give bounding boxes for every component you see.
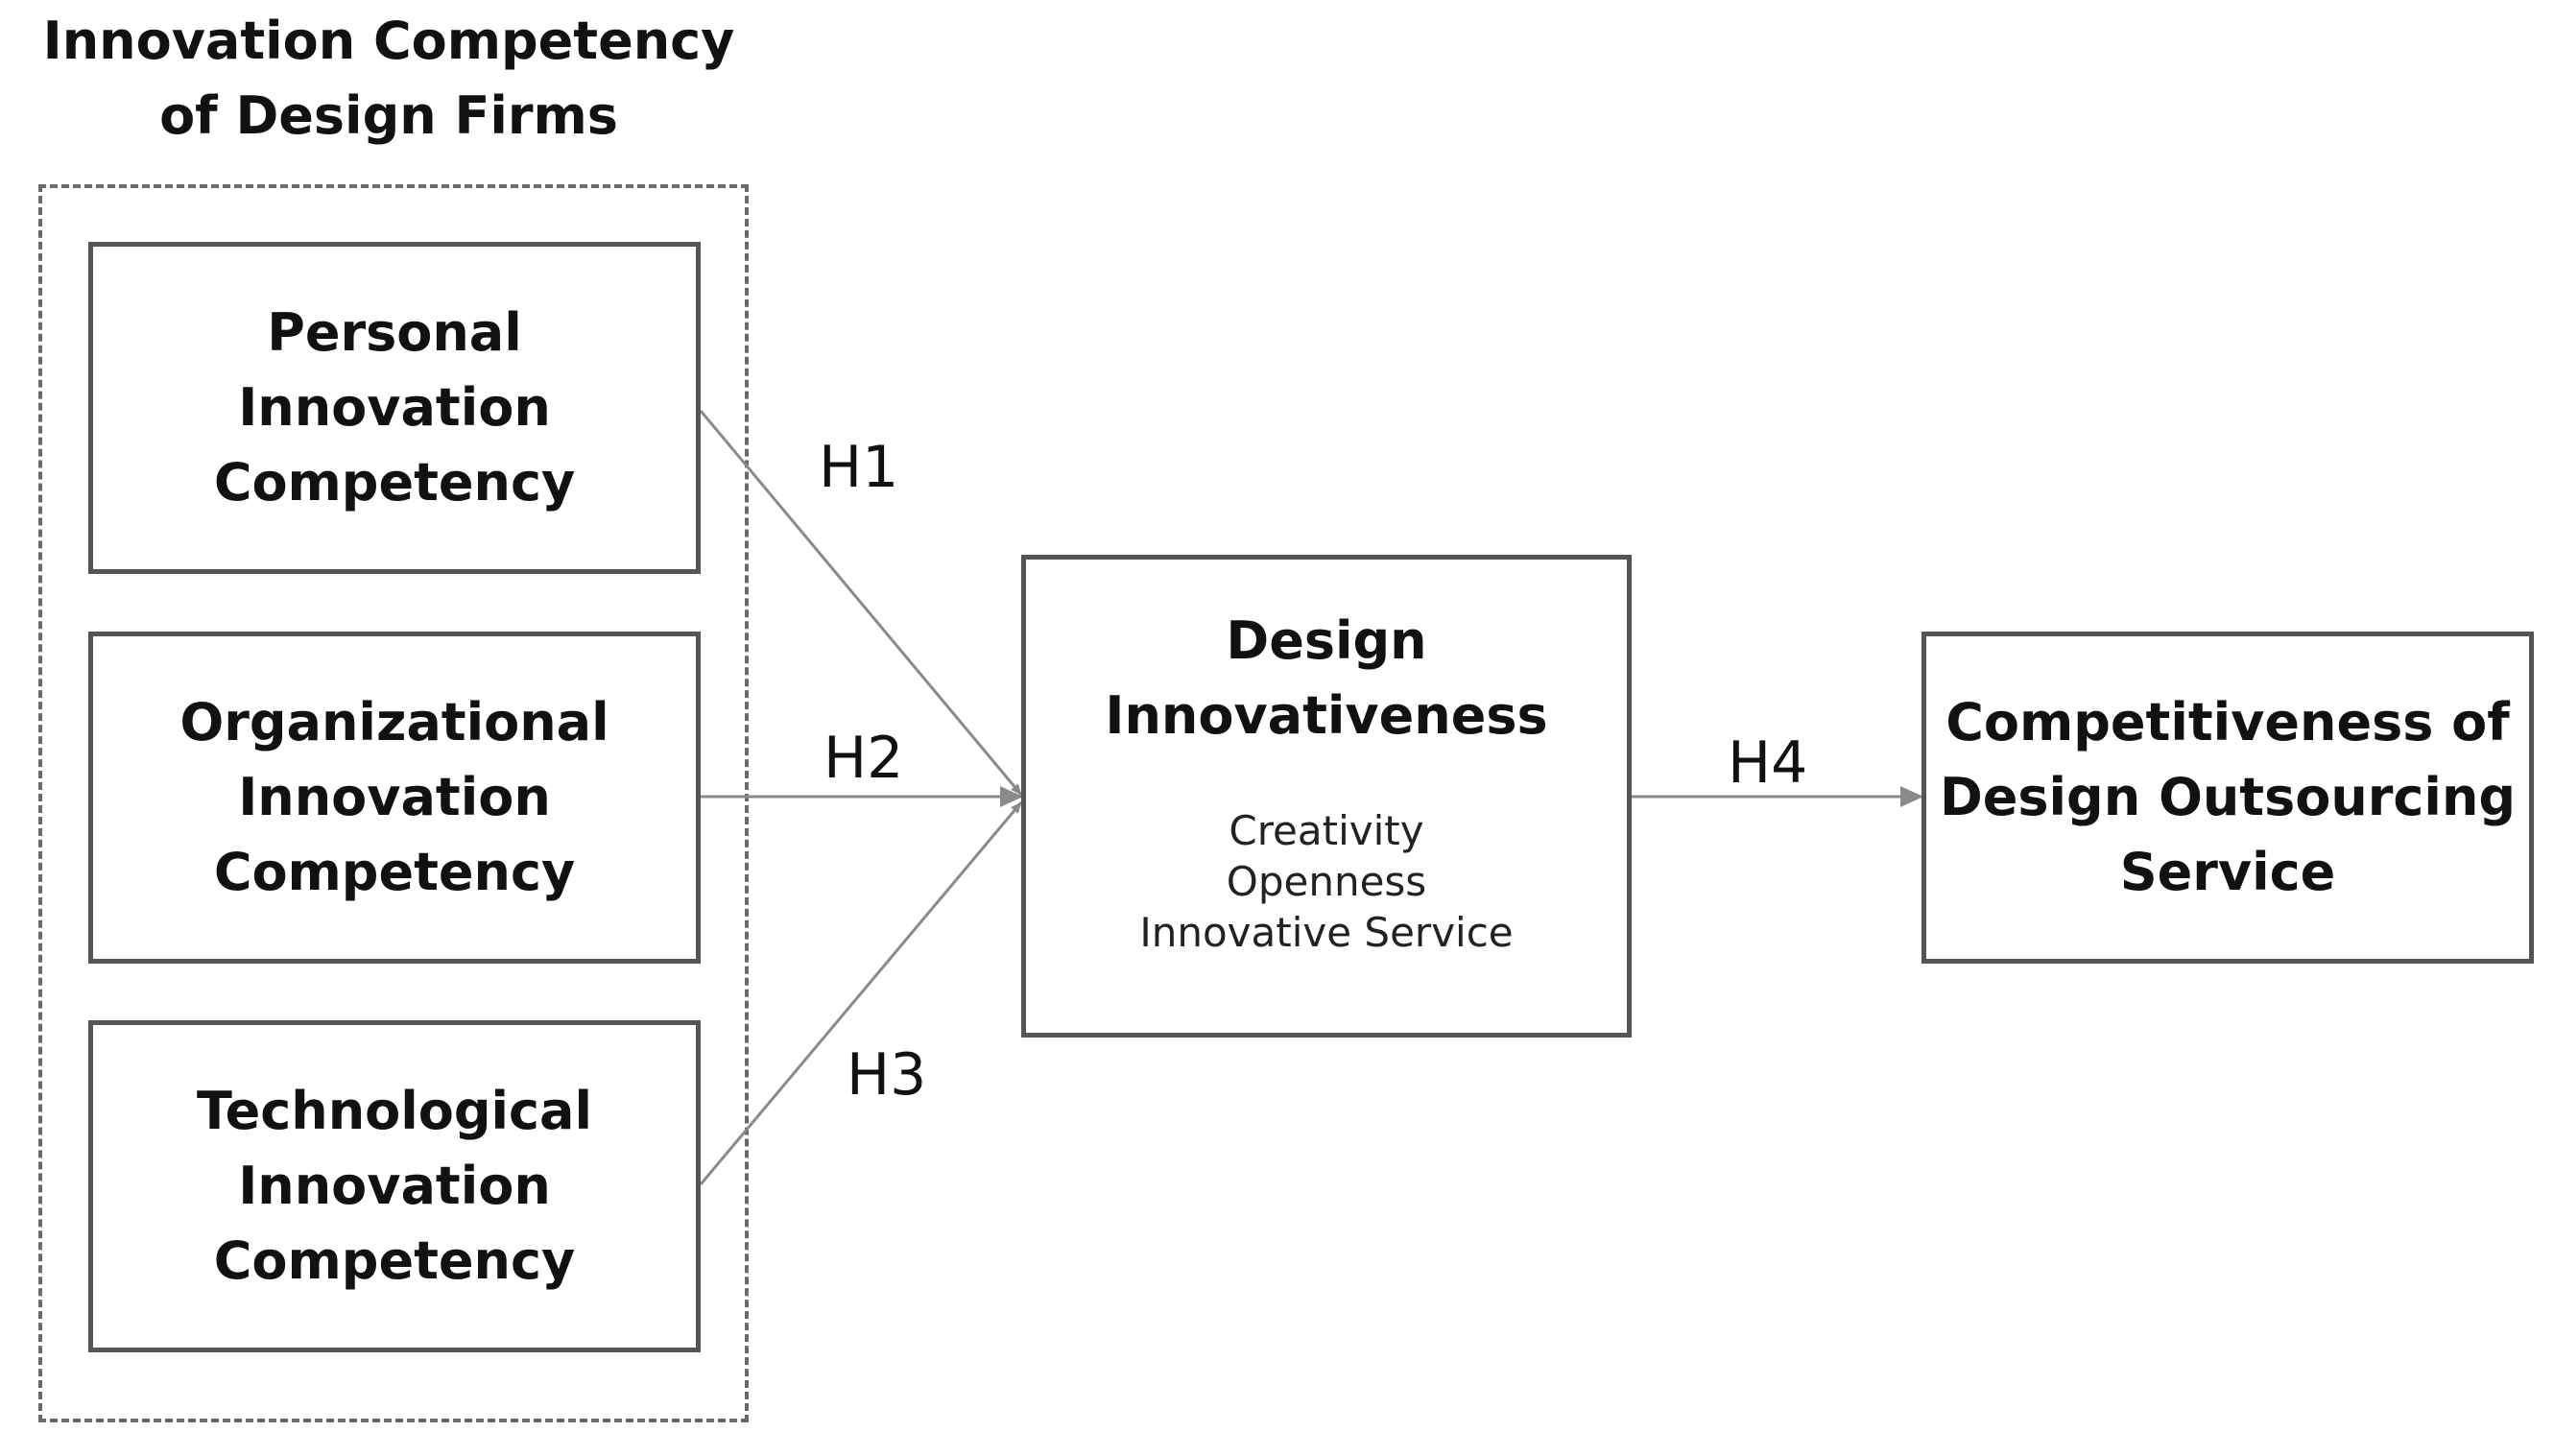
personal-line-1: Personal (267, 302, 522, 363)
technological-innovation-competency-label: Technological Innovation Competency (197, 1074, 592, 1299)
hypothesis-h1-label: H1 (819, 434, 899, 501)
sub-item-innovative-service: Innovative Service (1139, 909, 1514, 956)
design-innovativeness-box: Design Innovativeness Creativity Opennes… (1021, 555, 1632, 1038)
organizational-line-3: Competency (213, 842, 576, 902)
technological-line-1: Technological (196, 1081, 592, 1141)
competitiveness-label: Competitiveness of Design Outsourcing Se… (1940, 685, 2516, 910)
hypothesis-h3-label: H3 (847, 1041, 927, 1109)
competitiveness-line-1: Competitiveness of (1945, 692, 2510, 752)
design-line-1: Design (1226, 610, 1427, 671)
personal-innovation-competency-box: Personal Innovation Competency (88, 242, 701, 574)
personal-line-3: Competency (213, 452, 576, 513)
arrow-h3 (699, 801, 1023, 1185)
personal-innovation-competency-label: Personal Innovation Competency (214, 296, 575, 520)
organizational-innovation-competency-box: Organizational Innovation Competency (88, 632, 701, 964)
hypothesis-h2-label: H2 (823, 725, 904, 792)
hypothesis-h4-label: H4 (1728, 729, 1808, 797)
competitiveness-line-2: Design Outsourcing (1939, 767, 2517, 827)
organizational-line-2: Innovation (238, 767, 551, 827)
technological-line-2: Innovation (238, 1156, 551, 1216)
competitiveness-line-3: Service (2119, 842, 2336, 902)
technological-innovation-competency-box: Technological Innovation Competency (88, 1020, 701, 1352)
sub-item-creativity: Creativity (1229, 807, 1424, 854)
arrow-h1 (699, 410, 1023, 796)
design-innovativeness-sub-items: Creativity Openness Innovative Service (1139, 805, 1513, 958)
group-title-line-2: of Design Firms (159, 85, 618, 146)
organizational-innovation-competency-label: Organizational Innovation Competency (179, 685, 609, 910)
organizational-line-1: Organizational (179, 692, 609, 752)
personal-line-2: Innovation (238, 377, 551, 438)
design-innovativeness-label: Design Innovativeness (1105, 604, 1547, 753)
group-title: Innovation Competency of Design Firms (38, 4, 739, 154)
sub-item-openness: Openness (1226, 858, 1427, 905)
innovation-competency-group-frame (38, 184, 749, 1422)
group-title-line-1: Innovation Competency (42, 11, 735, 71)
technological-line-3: Competency (213, 1230, 576, 1291)
design-line-2: Innovativeness (1105, 685, 1548, 746)
competitiveness-box: Competitiveness of Design Outsourcing Se… (1921, 632, 2534, 964)
